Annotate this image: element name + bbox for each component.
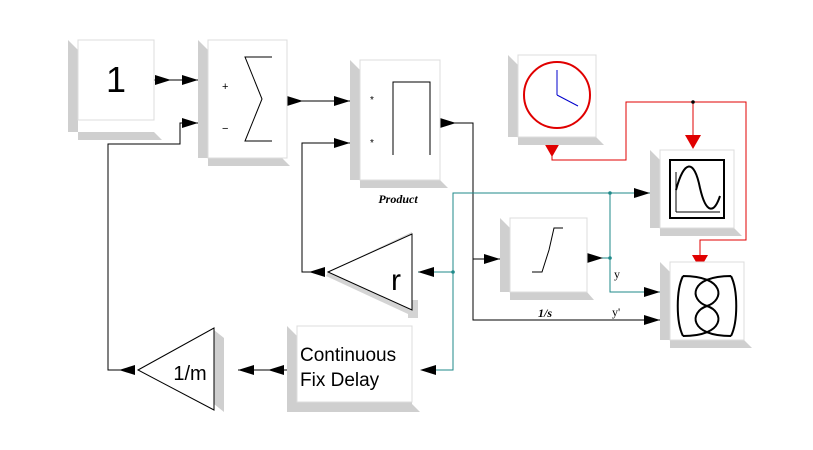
gain-r-block[interactable]: r bbox=[326, 232, 418, 318]
gain-m-value: 1/m bbox=[173, 363, 206, 385]
product-block[interactable]: * * Product bbox=[350, 59, 448, 206]
product-input1-sign: * bbox=[370, 95, 374, 106]
constant-value: 1 bbox=[106, 59, 126, 100]
xy-scope-block[interactable] bbox=[660, 261, 752, 348]
sigma-icon bbox=[244, 56, 272, 142]
gain-r-value: r bbox=[391, 264, 401, 297]
delay-label-line1: Continuous bbox=[300, 345, 396, 366]
integrator-label: 1/s bbox=[538, 306, 552, 320]
sum-minus-sign: − bbox=[222, 123, 228, 135]
delay-block[interactable]: Continuous Fix Delay bbox=[287, 325, 420, 412]
product-label: Product bbox=[378, 192, 418, 206]
clock-block[interactable] bbox=[508, 54, 604, 145]
integrator-curve-icon bbox=[532, 227, 563, 273]
lissajous-scope-icon bbox=[676, 275, 738, 337]
delay-label-line2: Fix Delay bbox=[300, 370, 380, 391]
integrator-block[interactable]: 1/s bbox=[500, 217, 594, 320]
constant-block[interactable]: 1 bbox=[68, 39, 162, 140]
event-wires bbox=[551, 100, 747, 255]
signal-label-y: y bbox=[614, 267, 620, 281]
product-input2-sign: * bbox=[370, 138, 374, 149]
feedback-wires bbox=[418, 191, 660, 371]
sum-plus-sign: + bbox=[222, 81, 228, 93]
signal-label-y-prime: y' bbox=[612, 305, 620, 319]
gain-m-block[interactable]: 1/m bbox=[136, 327, 224, 412]
sum-block[interactable]: + − bbox=[198, 39, 290, 166]
clock-icon bbox=[523, 61, 591, 129]
sine-wave-scope-icon bbox=[669, 159, 725, 219]
product-bracket-icon bbox=[392, 81, 431, 155]
scope-block[interactable] bbox=[650, 149, 742, 236]
